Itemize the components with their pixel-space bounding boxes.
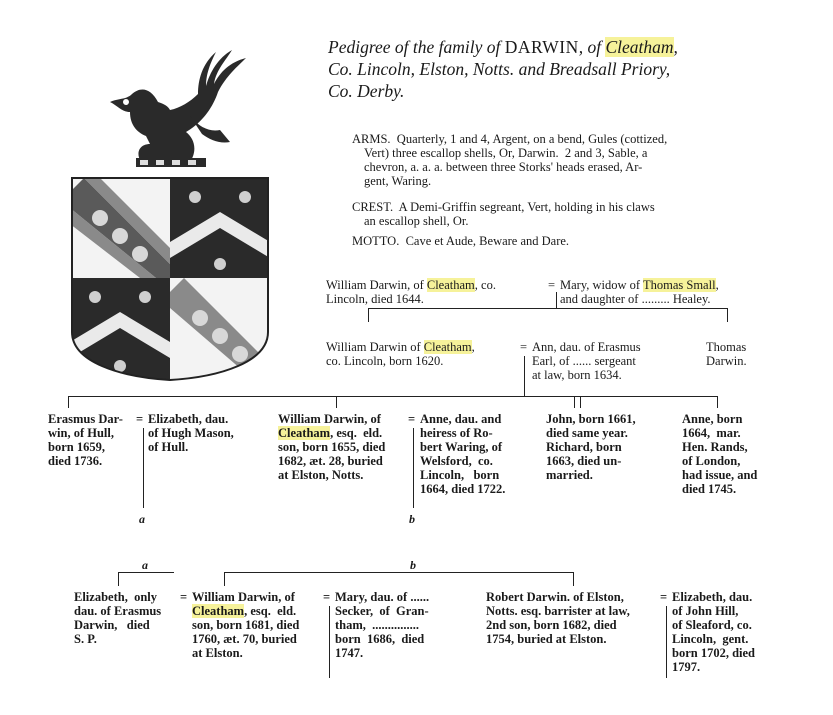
gen1-descent (556, 292, 557, 308)
gen2-william-line2: co. Lincoln, born 1620. (326, 354, 444, 368)
line-b-descent (413, 428, 414, 508)
gen1-children-bar (368, 308, 728, 309)
crest-line-2: an escallop shell, Or. (364, 214, 469, 228)
page-title: Pedigree of the family of DARWIN, of Cle… (328, 37, 678, 57)
line-a-descent (143, 428, 144, 508)
griffin-crest-icon (110, 50, 246, 162)
heraldic-shield-icon (71, 177, 269, 382)
gen2-children-bar (68, 396, 718, 397)
motto: MOTTO. Cave et Aude, Beware and Dare. (352, 234, 570, 248)
gen2-marriage-sign: = (520, 340, 528, 354)
arms-line-4: gent, Waring. (364, 174, 432, 188)
gen2-ann-line1: Ann, dau. of Erasmus (532, 340, 641, 354)
gen1-mary-line2: and daughter of ......... Healey. (560, 292, 711, 306)
label-a-bottom: a (142, 558, 148, 572)
gen1-william-line2: Lincoln, died 1644. (326, 292, 424, 306)
gen2-ann-line3: at law, born 1634. (532, 368, 622, 382)
coat-of-arms (71, 50, 269, 382)
label-a-top: a (139, 512, 145, 526)
gen2-thomas-line2: Darwin. (706, 354, 747, 368)
gen2-descent (524, 356, 525, 396)
gen2-william-line1: William Darwin of Cleatham, (326, 340, 475, 354)
arms-line-3: chevron, a. a. a. between three Storks' … (364, 160, 643, 174)
gen2-ann-line2: Earl, of ...... sergeant (532, 354, 636, 368)
crest-line-1: CREST. A Demi-Griffin segreant, Vert, ho… (352, 200, 655, 214)
gen2-thomas-line1: Thomas (706, 340, 747, 354)
arms-line-1: ARMS. Quarterly, 1 and 4, Argent, on a b… (352, 132, 668, 146)
arms-line-2: Vert) three escallop shells, Or, Darwin.… (364, 146, 648, 160)
title-line-2: Co. Lincoln, Elston, Notts. and Breadsal… (328, 59, 671, 79)
wreath (136, 158, 206, 167)
gen1-william-line1: William Darwin, of Cleatham, co. (326, 278, 496, 292)
gen1-mary-line1: Mary, widow of Thomas Small, (560, 278, 719, 292)
label-b-bottom: b (410, 558, 416, 572)
gen1-marriage-sign: = (548, 278, 556, 292)
label-b-top: b (409, 512, 415, 526)
title-line-3: Co. Derby. (328, 81, 405, 101)
